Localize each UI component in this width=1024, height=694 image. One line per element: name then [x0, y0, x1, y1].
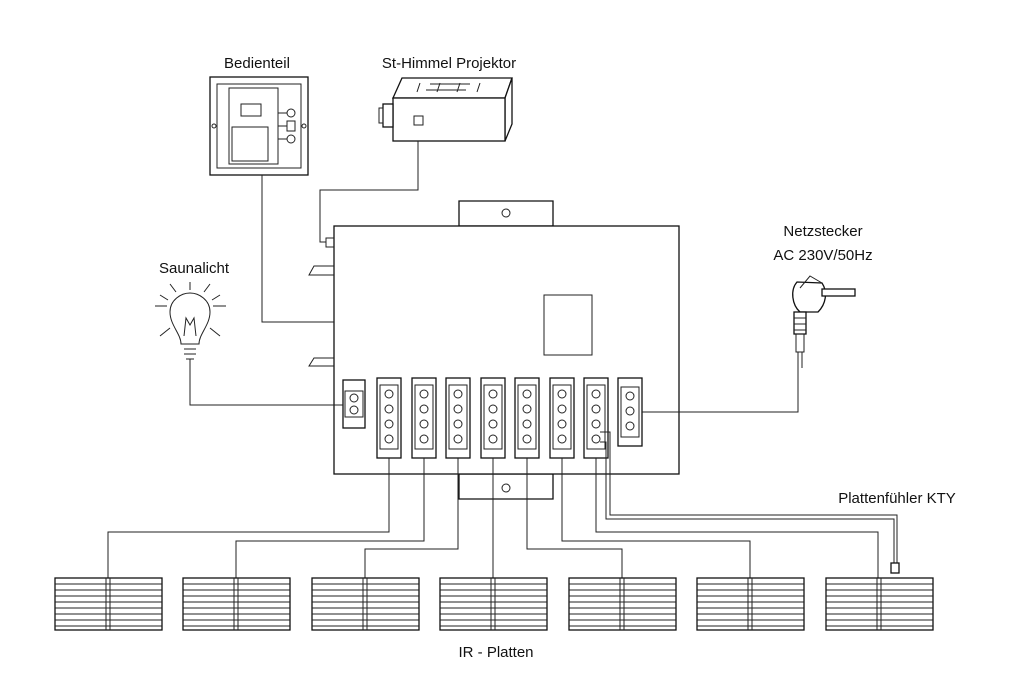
ir-plate-1 — [54, 577, 163, 631]
terminal-block-ir-7-sensor — [583, 377, 609, 459]
ir-plate-7 — [825, 577, 934, 631]
terminal-block-ir-4 — [480, 377, 506, 459]
ir-plate-5 — [568, 577, 677, 631]
ir-plate-6 — [696, 577, 805, 631]
plate-sensor-label: Plattenfühler KTY — [838, 490, 956, 507]
projector — [378, 77, 513, 142]
ir-plate-3 — [311, 577, 420, 631]
terminal-block-light — [342, 379, 366, 429]
wires — [107, 141, 900, 580]
control-panel-label: Bedienteil — [224, 55, 290, 72]
ir-plates-label: IR - Platten — [458, 644, 533, 661]
power-plug — [792, 275, 856, 368]
sauna-light-label: Saunalicht — [159, 260, 230, 277]
sauna-light-bulb — [155, 282, 226, 360]
power-plug-label-1: Netzstecker — [783, 223, 862, 240]
projector-label: St-Himmel Projektor — [382, 55, 516, 72]
terminal-block-ir-1 — [376, 377, 402, 459]
terminal-block-power — [617, 377, 643, 447]
control-panel — [209, 76, 309, 176]
terminal-block-ir-6 — [549, 377, 575, 459]
ir-plate-2 — [182, 577, 291, 631]
power-plug-label-2: AC 230V/50Hz — [773, 247, 872, 264]
ir-plate-4 — [439, 577, 548, 631]
terminal-block-ir-2 — [411, 377, 437, 459]
terminal-block-ir-3 — [445, 377, 471, 459]
terminal-block-ir-5 — [514, 377, 540, 459]
